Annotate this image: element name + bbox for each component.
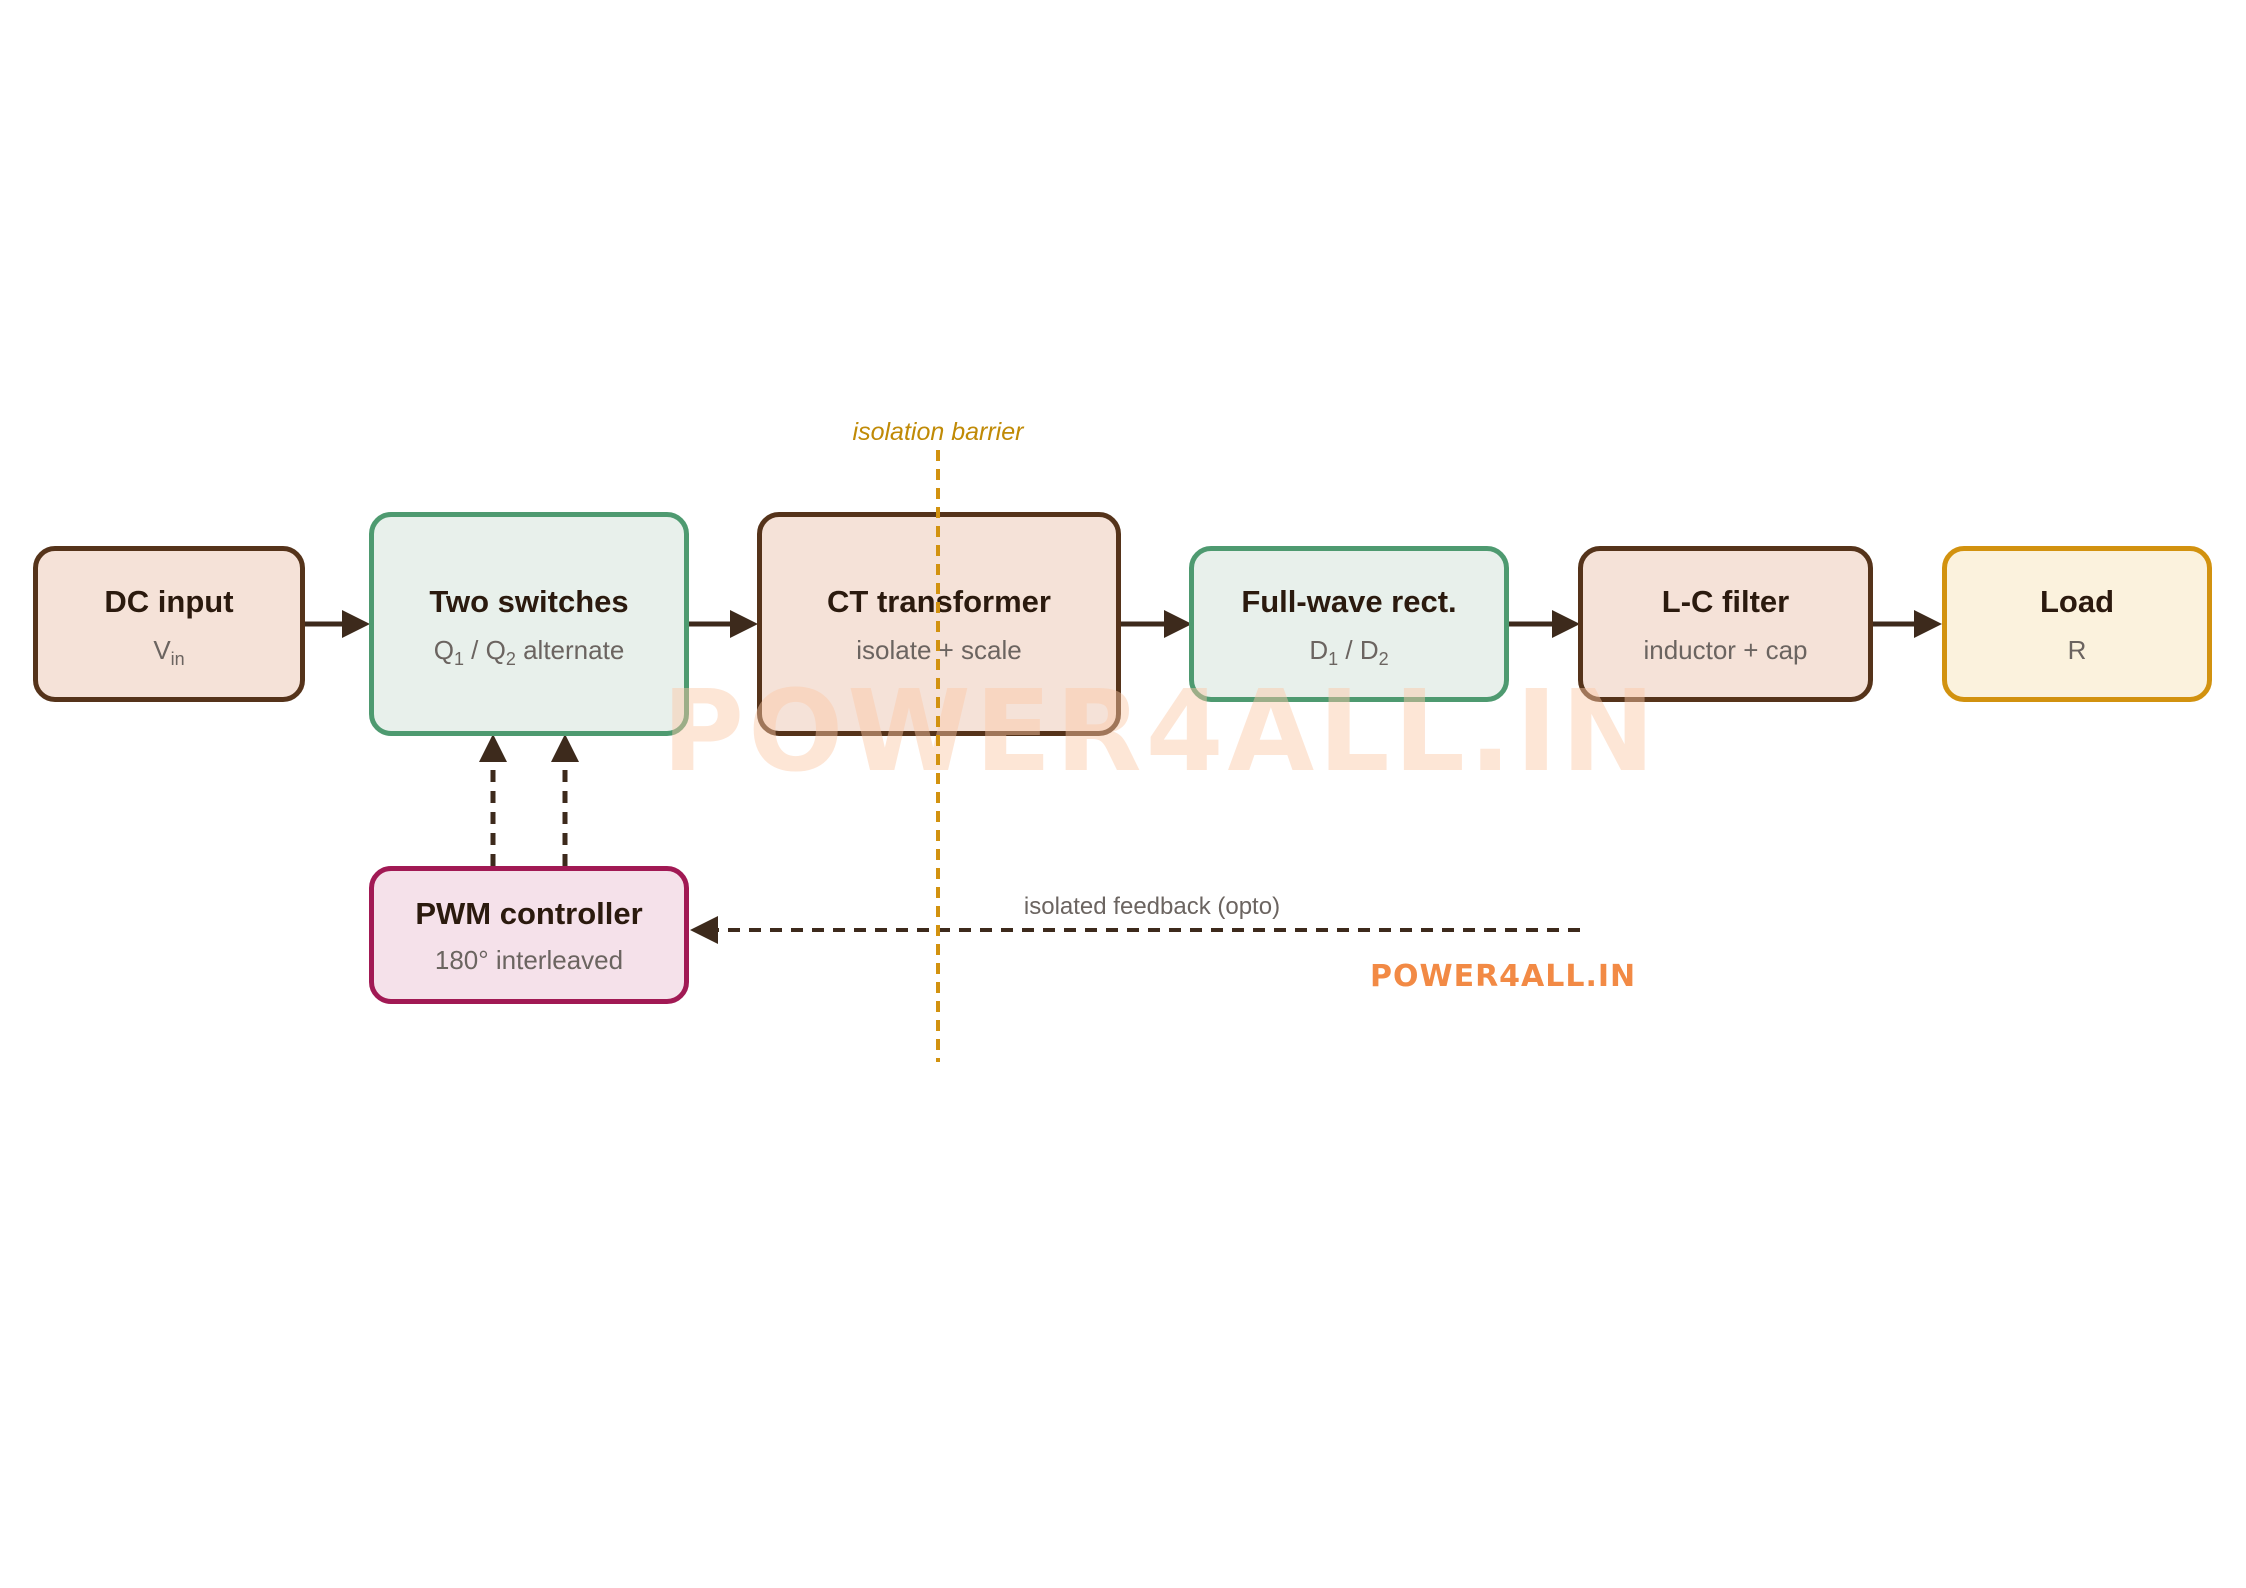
block-dc-input: DC input Vin [33, 546, 305, 702]
watermark-large: POWER4ALL.IN [662, 667, 1659, 797]
block-lc-filter-title: L-C filter [1661, 583, 1790, 619]
block-load-sub: R [2067, 634, 2087, 665]
arrowhead-filter-to-load [1914, 610, 1942, 638]
block-full-wave-rect-sub: D1 / D2 [1309, 634, 1389, 669]
block-two-switches-title: Two switches [429, 583, 629, 619]
block-pwm-controller-sub: 180° interleaved [434, 944, 624, 975]
feedback-label: isolated feedback (opto) [1023, 893, 1281, 920]
block-two-switches-sub: Q1 / Q2 alternate [433, 634, 625, 669]
arrowhead-feedback [690, 916, 718, 944]
arrowhead-dc-to-switches [342, 610, 370, 638]
block-dc-input-sub: Vin [153, 634, 185, 669]
block-pwm-controller-title: PWM controller [415, 895, 643, 931]
block-lc-filter: L-C filter inductor + cap [1578, 546, 1873, 702]
gate-drive-arrows [490, 762, 568, 866]
block-ct-transformer-sub: isolate + scale [856, 634, 1022, 665]
isolation-barrier-label: isolation barrier [852, 418, 1024, 446]
block-two-switches: Two switches Q1 / Q2 alternate [369, 512, 689, 736]
arrowhead-rectifier-to-filter [1552, 610, 1580, 638]
block-pwm-controller: PWM controller 180° interleaved [369, 866, 689, 1004]
block-load-title: Load [2039, 583, 2115, 619]
arrowhead-gate-q2 [551, 734, 579, 762]
block-load: Load R [1942, 546, 2212, 702]
block-ct-transformer-title: CT transformer [827, 583, 1051, 619]
watermark-small: POWER4ALL.IN [1370, 959, 1637, 994]
arrowhead-switches-to-transformer [730, 610, 758, 638]
flow-arrows [304, 610, 1942, 638]
block-lc-filter-sub: inductor + cap [1643, 634, 1808, 665]
block-full-wave-rect: Full-wave rect. D1 / D2 [1189, 546, 1509, 702]
arrowhead-gate-q1 [479, 734, 507, 762]
arrowhead-transformer-to-rectifier [1164, 610, 1192, 638]
block-dc-input-title: DC input [104, 583, 234, 619]
block-full-wave-rect-title: Full-wave rect. [1241, 583, 1457, 619]
